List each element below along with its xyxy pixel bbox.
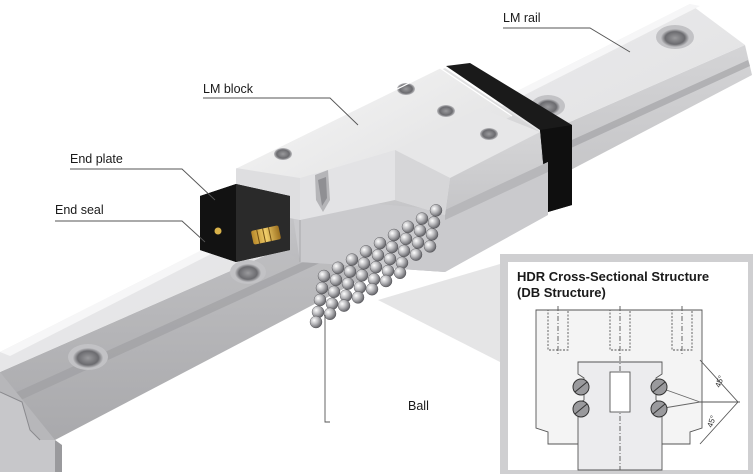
leader-lm-rail — [503, 27, 631, 53]
angle-lower: 45° — [705, 414, 718, 428]
ball — [331, 261, 345, 274]
ball — [323, 307, 337, 320]
rail-mounting-hole — [230, 260, 266, 284]
label-end-plate: End plate — [70, 152, 123, 166]
block-tapped-hole — [397, 83, 415, 95]
ball — [359, 245, 373, 258]
ball — [401, 220, 415, 234]
ball — [425, 228, 439, 241]
ball-rows — [309, 204, 443, 329]
grease-nipple-icon — [251, 225, 281, 245]
lm-block — [235, 63, 572, 272]
block-tapped-hole — [274, 148, 292, 160]
ball — [373, 236, 387, 250]
rail-mounting-hole — [656, 25, 694, 49]
block-tapped-hole — [437, 105, 455, 117]
leader-lm-block — [203, 97, 359, 126]
ball — [327, 285, 341, 298]
ball — [399, 232, 413, 246]
ball — [383, 252, 397, 266]
ball — [337, 299, 351, 312]
label-lm-block: LM block — [203, 82, 254, 96]
ball — [371, 248, 385, 262]
ball — [313, 293, 327, 307]
ball — [355, 269, 369, 282]
leader-end-seal — [55, 220, 206, 243]
angle-upper: 45° — [713, 374, 726, 388]
ball — [351, 291, 365, 304]
ball — [343, 265, 357, 278]
label-ball: Ball — [408, 399, 429, 413]
block-tapped-hole — [480, 128, 498, 140]
ball — [423, 240, 437, 253]
ball — [317, 269, 331, 283]
ball — [427, 216, 441, 229]
ball — [397, 244, 411, 258]
leader-ball — [324, 315, 330, 423]
ball — [415, 212, 429, 225]
leader-lines — [55, 27, 631, 423]
inset-subtitle: (DB Structure) — [517, 285, 606, 300]
ball — [315, 281, 329, 295]
ball — [341, 277, 355, 290]
ball — [411, 236, 425, 249]
label-lm-rail: LM rail — [503, 11, 541, 25]
leader-end-plate — [70, 168, 216, 201]
ball — [365, 283, 379, 296]
ball — [385, 240, 399, 254]
label-end-seal: End seal — [55, 203, 104, 217]
ball — [379, 274, 393, 288]
ball — [413, 224, 427, 237]
ball — [345, 253, 359, 266]
ball — [309, 315, 323, 329]
rail-mounting-hole — [68, 344, 108, 370]
ball — [387, 228, 401, 242]
inset-title: HDR Cross-Sectional Structure — [517, 269, 709, 284]
ball — [329, 273, 343, 286]
ball — [369, 261, 383, 274]
ball — [429, 204, 443, 217]
ball — [409, 248, 423, 261]
end-plate — [200, 184, 290, 262]
cross-section-balls — [572, 378, 668, 418]
cross-section-inset: HDR Cross-Sectional Structure (DB Struct… — [378, 254, 753, 474]
ball — [393, 266, 407, 279]
ball — [357, 257, 371, 270]
